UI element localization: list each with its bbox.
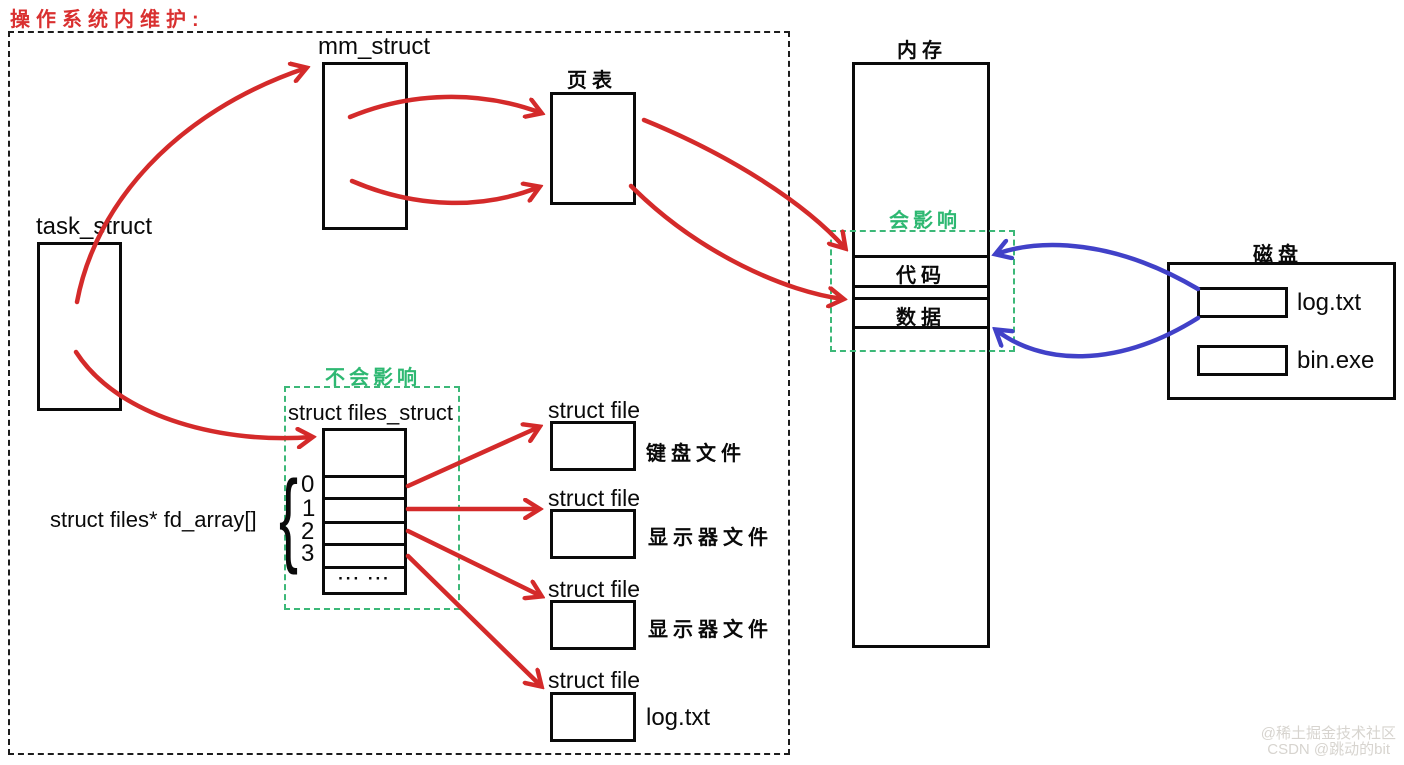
file-label-4: struct file xyxy=(548,667,641,693)
fd-table-line xyxy=(325,543,404,546)
disk-file-label-1: log.txt xyxy=(1297,289,1362,316)
fd-index-3: 3 xyxy=(301,540,315,567)
memory-line xyxy=(855,297,987,300)
mm-struct-label: mm_struct xyxy=(318,33,431,60)
file-desc-1: 键盘文件 xyxy=(646,443,746,465)
fd-index-2: 2 xyxy=(301,518,315,545)
memory-line xyxy=(855,326,987,329)
fd-table-line xyxy=(325,475,404,478)
memory-label: 内存 xyxy=(897,40,947,62)
disk-file-rect-1 xyxy=(1197,287,1288,318)
fd-ellipsis: ··· ··· xyxy=(338,569,391,588)
page-table-box xyxy=(550,92,636,205)
memory-segment-code: 代码 xyxy=(896,265,946,287)
file-desc-2: 显示器文件 xyxy=(648,527,773,549)
file-box-1 xyxy=(550,421,636,471)
file-label-1: struct file xyxy=(548,397,641,423)
disk-file-label-2: bin.exe xyxy=(1297,347,1375,374)
page-title: 操作系统内维护: xyxy=(10,9,205,31)
files-struct-label: struct files_struct xyxy=(288,400,454,425)
file-box-3 xyxy=(550,600,636,650)
file-box-2 xyxy=(550,509,636,559)
fd-index-brace: { xyxy=(279,460,299,576)
file-label-3: struct file xyxy=(548,576,641,602)
affect-label: 会影响 xyxy=(889,210,961,232)
file-desc-4: log.txt xyxy=(646,704,711,731)
os-maintained-dashed-box xyxy=(8,31,790,755)
memory-box: 代码 数据 xyxy=(852,62,990,648)
fd-index-1: 1 xyxy=(302,495,316,522)
task-struct-box xyxy=(37,242,122,411)
file-label-2: struct file xyxy=(548,485,641,511)
fd-array-label: struct files* fd_array[] xyxy=(50,507,257,532)
file-desc-3: 显示器文件 xyxy=(648,619,773,641)
memory-line xyxy=(855,255,987,258)
fd-table-line xyxy=(325,521,404,524)
page-table-label: 页表 xyxy=(567,70,617,92)
memory-line xyxy=(855,285,987,288)
mm-struct-box xyxy=(322,62,408,230)
fd-table-line xyxy=(325,566,404,569)
no-affect-dashed-box xyxy=(284,386,460,610)
memory-segment-data: 数据 xyxy=(896,307,946,329)
disk-file-rect-2 xyxy=(1197,345,1288,376)
affect-dashed-box xyxy=(830,230,1015,352)
no-affect-label: 不会影响 xyxy=(325,367,421,389)
disk-label: 磁盘 xyxy=(1253,244,1303,266)
file-box-4 xyxy=(550,692,636,742)
fd-table: ··· ··· xyxy=(322,428,407,595)
fd-table-line xyxy=(325,497,404,500)
task-struct-label: task_struct xyxy=(36,213,153,240)
watermark-line1: @稀土掘金技术社区 xyxy=(1260,725,1396,742)
watermark-line2: CSDN @跳动的bit xyxy=(1267,741,1390,758)
disk-box xyxy=(1167,262,1396,400)
fd-index-0: 0 xyxy=(301,471,315,498)
